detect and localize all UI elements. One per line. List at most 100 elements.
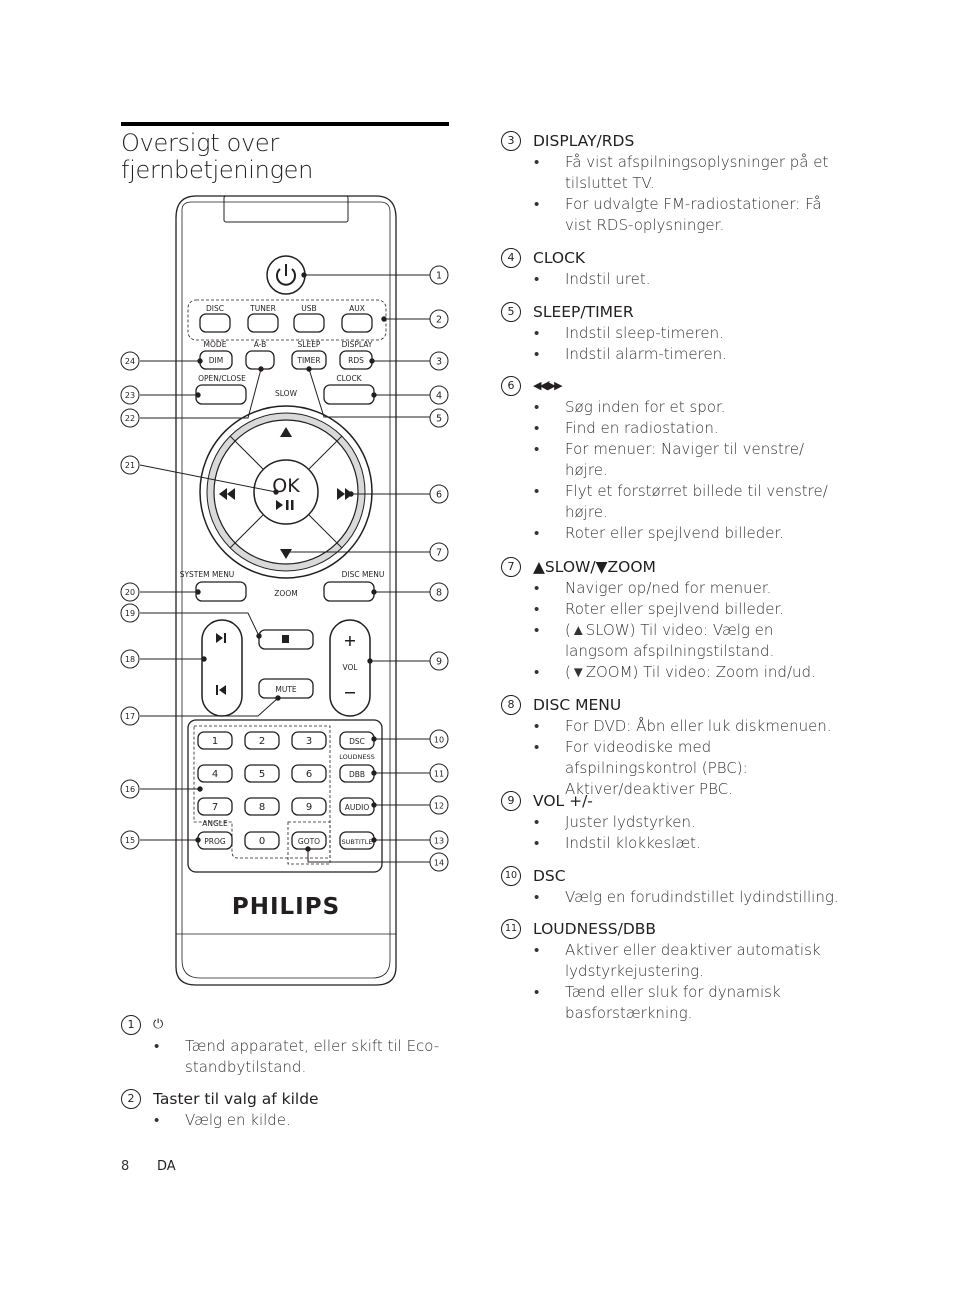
bullet-item: For videodiske med afspilningskontrol (P… <box>501 737 841 800</box>
digit-2: 2 <box>259 736 265 747</box>
bullet-item: Indstil alarm-timeren. <box>501 344 831 365</box>
section-number: 1 <box>121 1015 141 1035</box>
section-title: ▲SLOW/▼ZOOM <box>533 558 656 576</box>
section-7: 7 ▲SLOW/▼ZOOM Naviger op/ned for menuer.… <box>501 556 831 683</box>
callout-16: 16 <box>125 785 135 794</box>
prog-label: PROG <box>204 837 226 846</box>
section-2: 2 Taster til valg af kilde Vælg en kilde… <box>121 1088 441 1131</box>
bullet-item: Vælg en forudindstillet lydindstilling. <box>501 887 841 908</box>
digit-1: 1 <box>212 736 218 747</box>
digit-3: 3 <box>306 736 312 747</box>
dim-label: DIM <box>209 356 223 365</box>
callout-21: 21 <box>125 461 135 470</box>
callout-22: 22 <box>125 414 135 423</box>
bullet-item: Flyt et forstørret billede til venstre/ … <box>501 481 831 523</box>
digit-8: 8 <box>259 802 265 813</box>
callout-7: 7 <box>436 548 442 559</box>
bullet-item: Naviger op/ned for menuer. <box>501 578 831 599</box>
section-title: LOUDNESS/DBB <box>533 920 657 938</box>
goto-label: GOTO <box>298 837 320 846</box>
power-icon <box>276 268 296 286</box>
play-pause-icon <box>276 500 283 510</box>
source-label-disc: DISC <box>206 304 224 313</box>
system-menu-label: SYSTEM MENU <box>180 570 235 579</box>
callout-15: 15 <box>125 836 135 845</box>
open-close-label: OPEN/CLOSE <box>198 374 246 383</box>
skip-rocker <box>201 619 243 717</box>
timer-label: TIMER <box>296 356 320 365</box>
angle-label: ANGLE <box>202 819 228 828</box>
section-number: 11 <box>501 919 521 939</box>
mute-label: MUTE <box>275 685 297 694</box>
section-9: 9 VOL +/- Juster lydstyrken. Indstil klo… <box>501 790 831 854</box>
bullet-item: Roter eller spejlvend billeder. <box>501 599 831 620</box>
callout-24: 24 <box>125 357 135 366</box>
callout-23: 23 <box>125 391 135 400</box>
system-menu-button <box>195 581 247 602</box>
dsc-label: DSC <box>349 737 365 746</box>
section-title: DSC <box>533 867 566 885</box>
digit-5: 5 <box>259 769 265 780</box>
next-track-icon <box>216 633 223 643</box>
section-3: 3 DISPLAY/RDS Få vist afspilningsoplysni… <box>501 130 831 236</box>
section-number: 7 <box>501 557 521 577</box>
section-10: 10 DSC Vælg en forudindstillet lydindsti… <box>501 865 841 908</box>
callout-9: 9 <box>436 657 442 668</box>
ab-label: A-B <box>254 340 267 349</box>
previous-track-icon <box>216 685 218 695</box>
dbb-label: DBB <box>349 770 365 779</box>
section-title-power-icon: ⏻ <box>153 1017 164 1032</box>
open-close-button <box>195 384 247 405</box>
digit-4: 4 <box>212 769 218 780</box>
section-number: 3 <box>501 131 521 151</box>
section-number: 2 <box>121 1089 141 1109</box>
section-number: 9 <box>501 791 521 811</box>
sleep-label: SLEEP <box>298 340 321 349</box>
clock-label: CLOCK <box>336 374 362 383</box>
section-8: 8 DISC MENU For DVD: Åbn eller luk diskm… <box>501 694 841 800</box>
vol-minus-icon <box>345 692 355 694</box>
callout-2: 2 <box>436 315 442 326</box>
digit-7: 7 <box>212 802 218 813</box>
rds-label: RDS <box>348 356 364 365</box>
callout-8: 8 <box>436 588 442 599</box>
section-5: 5 SLEEP/TIMER Indstil sleep-timeren. Ind… <box>501 301 831 365</box>
bullet-item: Find en radiostation. <box>501 418 831 439</box>
section-11: 11 LOUDNESS/DBB Aktiver eller deaktiver … <box>501 918 831 1024</box>
callout-10: 10 <box>434 736 444 745</box>
nav-ring-outer <box>199 405 373 579</box>
ir-window <box>223 195 349 223</box>
volume-rocker <box>329 619 371 717</box>
slow-label: SLOW <box>275 389 298 398</box>
mode-label: MODE <box>204 340 227 349</box>
section-title: CLOCK <box>533 249 586 267</box>
remote-outline <box>175 195 397 986</box>
section-title: Taster til valg af kilde <box>153 1090 319 1108</box>
bullet-item: For udvalgte FM-radiostationer: Få vist … <box>501 194 831 236</box>
section-number: 4 <box>501 248 521 268</box>
bullet-item: Juster lydstyrken. <box>501 812 831 833</box>
digit-9: 9 <box>306 802 312 813</box>
callout-3: 3 <box>436 357 442 368</box>
callout-17: 17 <box>125 712 135 721</box>
page-title: Oversigt over fjernbetjeningen <box>121 129 314 184</box>
bullet-item: Indstil sleep-timeren. <box>501 323 831 344</box>
bullet-item: Tænd apparatet, eller skift til Eco-stan… <box>121 1036 441 1078</box>
callout-19: 19 <box>125 609 135 618</box>
bullet-item: Indstil uret. <box>501 269 831 290</box>
bullet-item: Roter eller spejlvend billeder. <box>501 523 831 544</box>
section-number: 8 <box>501 695 521 715</box>
bullet-item: (▲SLOW) Til video: Vælg en langsom afspi… <box>501 620 831 662</box>
bullet-item: Indstil klokkeslæt. <box>501 833 831 854</box>
section-number: 10 <box>501 866 521 886</box>
callout-11: 11 <box>434 770 444 779</box>
section-4: 4 CLOCK Indstil uret. <box>501 247 831 290</box>
section-title: DISPLAY/RDS <box>533 132 635 150</box>
bullet-item: Tænd eller sluk for dynamisk basforstærk… <box>501 982 831 1024</box>
disc-menu-button <box>323 581 375 602</box>
remote-inner-outline <box>181 201 391 979</box>
up-arrow-icon <box>280 427 292 437</box>
callout-4: 4 <box>436 391 442 402</box>
rewind-icon <box>219 488 227 500</box>
disc-button <box>199 313 231 333</box>
